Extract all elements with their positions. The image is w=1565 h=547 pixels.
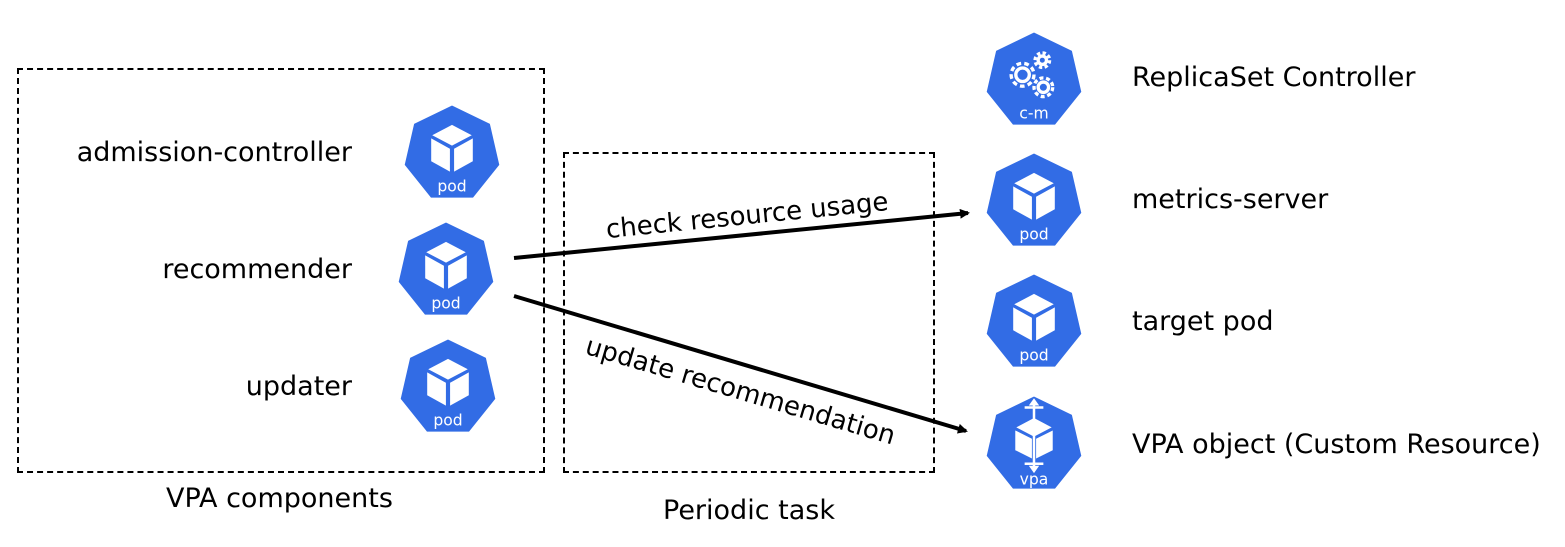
svg-text:c-m: c-m (1019, 104, 1048, 122)
svg-text:pod: pod (1019, 346, 1048, 364)
svg-text:pod: pod (431, 294, 460, 312)
svg-text:pod: pod (437, 177, 466, 195)
admission-controller-pod-icon: pod (401, 102, 503, 201)
svg-text:pod: pod (1019, 225, 1048, 243)
recommender-label: recommender (162, 254, 352, 285)
vpa-object-label: VPA object (Custom Resource) (1132, 429, 1541, 460)
recommender-pod-icon: pod (395, 219, 497, 318)
vpa-components-box (17, 68, 545, 473)
controller-manager-icon: c-m (983, 29, 1085, 128)
check-resource-usage-arrow (513, 208, 970, 260)
metrics-server-pod-icon: pod (983, 150, 1085, 249)
replicaset-controller-label: ReplicaSet Controller (1132, 62, 1416, 93)
update-recommendation-label: update recommendation (582, 331, 899, 451)
updater-pod-icon: pod (397, 336, 499, 435)
vpa-icon: vpa (983, 393, 1085, 492)
svg-text:vpa: vpa (1020, 471, 1049, 489)
periodic-task-caption: Periodic task (663, 495, 835, 526)
update-recommendation-arrow (513, 294, 968, 434)
svg-text:pod: pod (433, 411, 462, 429)
vpa-components-caption: VPA components (166, 483, 393, 514)
target-pod-icon: pod (983, 271, 1085, 370)
metrics-server-label: metrics-server (1132, 184, 1329, 215)
updater-label: updater (245, 371, 352, 402)
target-pod-label: target pod (1132, 306, 1274, 337)
admission-controller-label: admission-controller (76, 137, 352, 168)
